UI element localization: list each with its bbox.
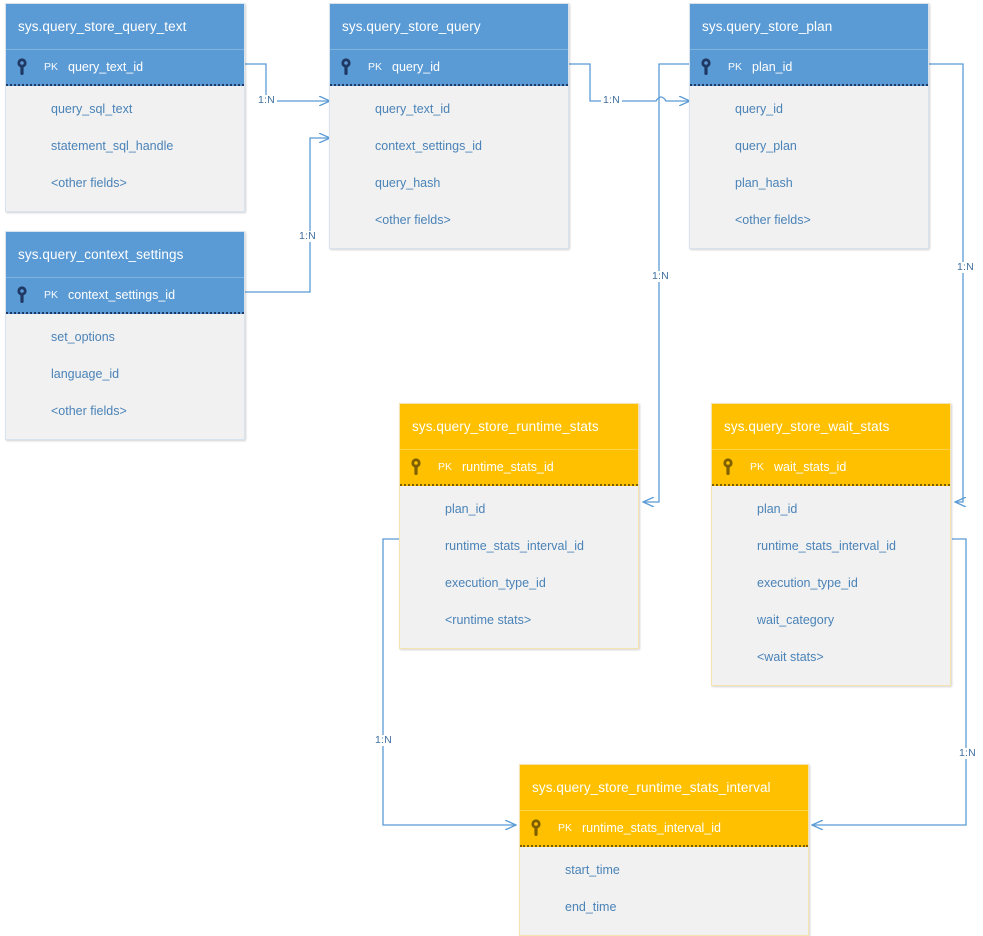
pk-field-name: plan_id — [752, 60, 793, 74]
key-icon — [410, 458, 436, 476]
entity-field-list: query_id query_plan plan_hash <other fie… — [690, 86, 928, 248]
entity-field[interactable]: query_sql_text — [51, 101, 133, 116]
key-icon — [722, 458, 748, 476]
entity-pk-row: PK runtime_stats_interval_id — [520, 811, 808, 847]
entity-field[interactable]: plan_hash — [735, 175, 793, 190]
cardinality-label-r7: 1:N — [957, 747, 978, 759]
entity-table-query-store-runtime-stats[interactable]: sys.query_store_runtime_stats PK runtime… — [399, 403, 639, 649]
entity-field[interactable]: <other fields> — [51, 175, 127, 190]
entity-pk-row: PK query_id — [330, 50, 568, 86]
entity-table-query-store-query[interactable]: sys.query_store_query PK query_id query_… — [329, 3, 569, 249]
key-icon — [16, 58, 42, 76]
entity-title: sys.query_store_runtime_stats_interval — [520, 765, 808, 811]
pk-badge: PK — [44, 289, 59, 301]
entity-field[interactable]: language_id — [51, 366, 120, 381]
entity-table-query-context-settings[interactable]: sys.query_context_settings PK context_se… — [5, 231, 245, 440]
entity-field[interactable]: context_settings_id — [375, 138, 483, 153]
entity-table-query-store-runtime-stats-interval[interactable]: sys.query_store_runtime_stats_interval P… — [519, 764, 809, 936]
pk-badge: PK — [44, 61, 59, 73]
entity-field[interactable]: runtime_stats_interval_id — [445, 538, 584, 553]
entity-field[interactable]: query_id — [735, 101, 783, 116]
pk-badge: PK — [750, 461, 765, 473]
pk-badge: PK — [368, 61, 383, 73]
pk-badge: PK — [438, 461, 453, 473]
pk-field-name: query_id — [392, 60, 440, 74]
entity-table-query-store-query-text[interactable]: sys.query_store_query_text PK query_text… — [5, 3, 245, 212]
entity-field[interactable]: <runtime stats> — [445, 612, 532, 627]
relationship-line-r4 — [643, 63, 690, 502]
entity-title: sys.query_context_settings — [6, 232, 244, 278]
entity-field[interactable]: end_time — [565, 899, 617, 914]
entity-pk-row: PK context_settings_id — [6, 278, 244, 314]
entity-title: sys.query_store_query — [330, 4, 568, 50]
entity-field[interactable]: wait_category — [757, 612, 835, 627]
pk-field-name: context_settings_id — [68, 288, 176, 302]
entity-field[interactable]: <wait stats> — [757, 649, 824, 664]
pk-badge: PK — [728, 61, 743, 73]
entity-field-list: start_time end_time — [520, 847, 808, 935]
cardinality-label-r2: 1:N — [297, 230, 318, 242]
key-icon — [530, 819, 556, 837]
cardinality-label-r1: 1:N — [256, 94, 277, 106]
relationship-line-r3 — [569, 63, 690, 101]
entity-title: sys.query_store_wait_stats — [712, 404, 950, 450]
pk-field-name: query_text_id — [68, 60, 144, 74]
entity-field-list: plan_id runtime_stats_interval_id execut… — [712, 486, 950, 685]
entity-field[interactable]: start_time — [565, 862, 620, 877]
entity-field[interactable]: statement_sql_handle — [51, 138, 174, 153]
entity-field[interactable]: execution_type_id — [757, 575, 858, 590]
cardinality-label-r4: 1:N — [650, 270, 671, 282]
cardinality-label-r3: 1:N — [601, 94, 622, 106]
entity-table-query-store-plan[interactable]: sys.query_store_plan PK plan_id query_id… — [689, 3, 929, 249]
key-icon — [700, 58, 726, 76]
entity-pk-row: PK plan_id — [690, 50, 928, 86]
entity-title: sys.query_store_query_text — [6, 4, 244, 50]
relationship-line-r2 — [245, 138, 330, 293]
key-icon — [340, 58, 366, 76]
entity-field[interactable]: plan_id — [445, 501, 486, 516]
entity-field-list: query_text_id context_settings_id query_… — [330, 86, 568, 248]
entity-pk-row: PK wait_stats_id — [712, 450, 950, 486]
entity-field-list: set_options language_id <other fields> — [6, 314, 244, 439]
cardinality-label-r6: 1:N — [373, 734, 394, 746]
entity-field[interactable]: execution_type_id — [445, 575, 546, 590]
entity-field[interactable]: <other fields> — [375, 212, 451, 227]
pk-field-name: runtime_stats_interval_id — [582, 821, 721, 835]
pk-badge: PK — [558, 822, 573, 834]
entity-title: sys.query_store_plan — [690, 4, 928, 50]
entity-field[interactable]: <other fields> — [51, 403, 127, 418]
entity-field[interactable]: query_hash — [375, 175, 441, 190]
entity-field[interactable]: query_plan — [735, 138, 797, 153]
entity-field[interactable]: runtime_stats_interval_id — [757, 538, 896, 553]
entity-field[interactable]: <other fields> — [735, 212, 811, 227]
pk-field-name: runtime_stats_id — [462, 460, 554, 474]
entity-table-query-store-wait-stats[interactable]: sys.query_store_wait_stats PK wait_stats… — [711, 403, 951, 686]
entity-field-list: query_sql_text statement_sql_handle <oth… — [6, 86, 244, 211]
entity-title: sys.query_store_runtime_stats — [400, 404, 638, 450]
entity-field[interactable]: set_options — [51, 329, 115, 344]
entity-field[interactable]: query_text_id — [375, 101, 451, 116]
entity-pk-row: PK query_text_id — [6, 50, 244, 86]
key-icon — [16, 286, 42, 304]
pk-field-name: wait_stats_id — [774, 460, 847, 474]
cardinality-label-r5: 1:N — [955, 261, 976, 273]
entity-field-list: plan_id runtime_stats_interval_id execut… — [400, 486, 638, 648]
entity-field[interactable]: plan_id — [757, 501, 798, 516]
entity-pk-row: PK runtime_stats_id — [400, 450, 638, 486]
